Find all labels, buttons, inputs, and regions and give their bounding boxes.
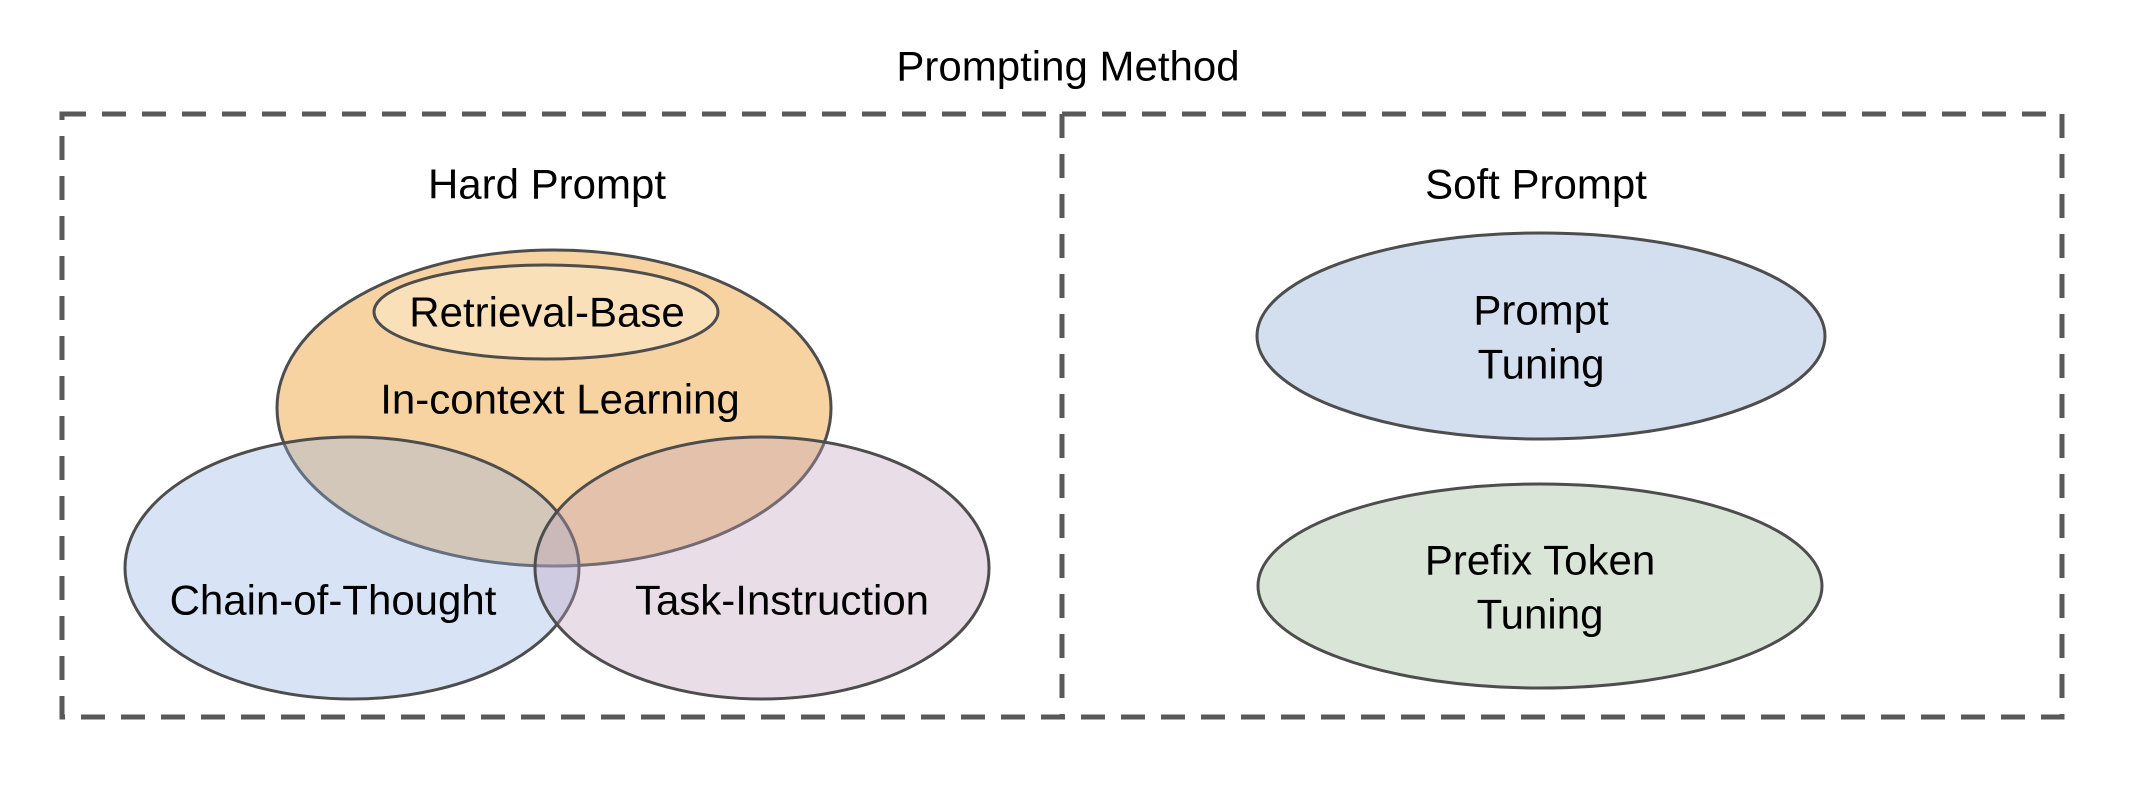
soft-prompt-heading: Soft Prompt — [1425, 161, 1647, 208]
retrieval-base-ellipse — [372, 263, 720, 361]
hard-prompt-heading: Hard Prompt — [428, 161, 666, 208]
diagram-title: Prompting Method — [896, 43, 1239, 90]
prompt-tuning-ellipse — [1255, 231, 1827, 441]
prefix-token-tuning-label-line1: Prefix Token — [1425, 537, 1655, 584]
prefix-token-tuning-label-line2: Tuning — [1477, 591, 1604, 638]
task-instruction-ellipse — [533, 435, 991, 701]
chain-of-thought-ellipse — [123, 435, 581, 701]
task-instruction-label: Task-Instruction — [635, 577, 929, 624]
in-context-learning-label: In-context Learning — [380, 376, 740, 423]
chain-of-thought-label: Chain-of-Thought — [170, 577, 497, 624]
prefix-token-tuning-ellipse — [1256, 482, 1824, 690]
retrieval-base-label: Retrieval-Base — [409, 289, 684, 336]
prompt-tuning-label-line2: Tuning — [1478, 341, 1605, 388]
prompt-tuning-label-line1: Prompt — [1473, 287, 1609, 334]
